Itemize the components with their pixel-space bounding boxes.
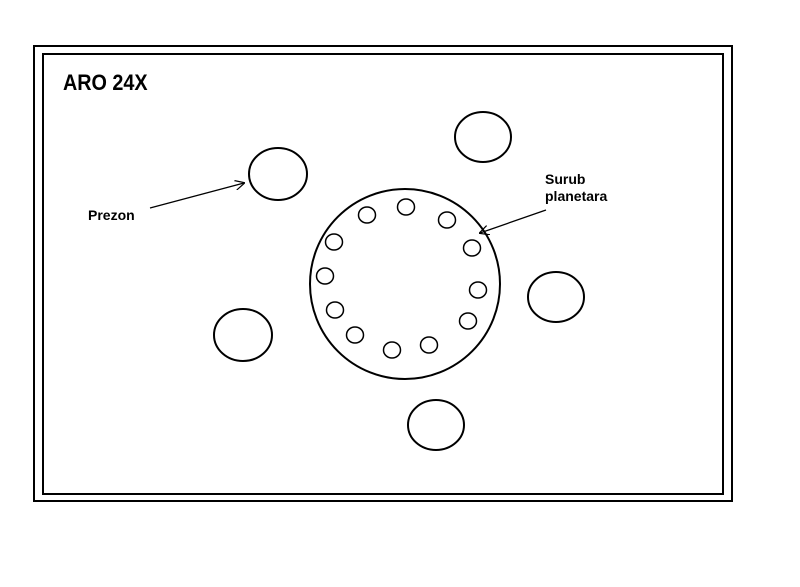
hub-circle — [309, 188, 501, 380]
stud — [213, 308, 273, 362]
bolt-hole — [419, 336, 439, 354]
inner-border — [42, 53, 724, 495]
bolt-hole — [315, 267, 335, 285]
bolt-hole — [325, 301, 345, 319]
bolt-hole — [382, 341, 402, 359]
stud — [248, 147, 308, 201]
bolt-hole — [357, 206, 377, 224]
surub-arrow — [480, 209, 547, 233]
stud — [407, 399, 465, 451]
stud — [454, 111, 512, 163]
bolt-hole — [458, 312, 478, 330]
bolt-hole — [468, 281, 488, 299]
prezon-label: Prezon — [88, 207, 135, 223]
bolt-hole — [437, 211, 457, 229]
studs — [213, 111, 585, 451]
prezon-arrow — [149, 183, 244, 209]
bolt-holes — [315, 198, 488, 359]
bolt-hole — [396, 198, 416, 216]
stud — [527, 271, 585, 323]
outer-border — [33, 45, 733, 502]
diagram-title: ARO 24X — [63, 71, 148, 95]
surub-label-line2: planetara — [545, 188, 607, 204]
surub-label-line1: Surub — [545, 171, 585, 187]
bolt-hole — [324, 233, 344, 251]
bolt-hole — [462, 239, 482, 257]
bolt-hole — [345, 326, 365, 344]
